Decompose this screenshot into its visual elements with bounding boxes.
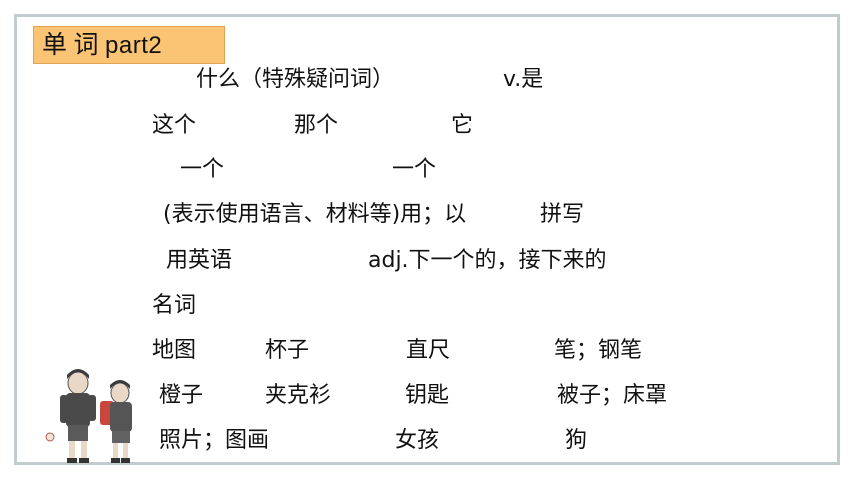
word-ruler: 直尺 xyxy=(406,338,451,363)
word-jacket: 夹克衫 xyxy=(265,383,332,408)
word-pen: 笔；钢笔 xyxy=(554,338,643,363)
word-quilt: 被子；床罩 xyxy=(557,383,668,408)
word-it: 它 xyxy=(451,113,474,138)
word-what: 什么（特殊疑问词） xyxy=(196,67,395,92)
word-map: 地图 xyxy=(152,338,197,363)
word-next: adj.下一个的，接下来的 xyxy=(368,248,607,273)
word-an: 一个 xyxy=(392,157,437,182)
child-right xyxy=(100,380,132,463)
slide-frame xyxy=(14,14,840,465)
word-orange: 橙子 xyxy=(159,383,204,408)
title-part: part2 xyxy=(105,32,163,59)
word-in: (表示使用语言、材料等)用；以 xyxy=(163,202,467,227)
word-in-english: 用英语 xyxy=(166,248,233,273)
word-a: 一个 xyxy=(180,157,225,182)
word-cup: 杯子 xyxy=(265,338,310,363)
word-that: 那个 xyxy=(294,113,339,138)
title-word-1: 单 xyxy=(42,30,68,59)
children-illustration xyxy=(45,369,132,463)
title-word-2: 词 xyxy=(73,30,100,59)
word-dog: 狗 xyxy=(565,428,588,453)
word-be: v.是 xyxy=(503,67,544,92)
child-left xyxy=(45,369,96,463)
word-photo: 照片；图画 xyxy=(159,428,270,453)
word-girl: 女孩 xyxy=(395,428,440,453)
word-spell: 拼写 xyxy=(540,202,585,227)
word-noun: 名词 xyxy=(152,293,197,318)
word-this: 这个 xyxy=(152,113,197,138)
word-key: 钥匙 xyxy=(405,383,450,408)
